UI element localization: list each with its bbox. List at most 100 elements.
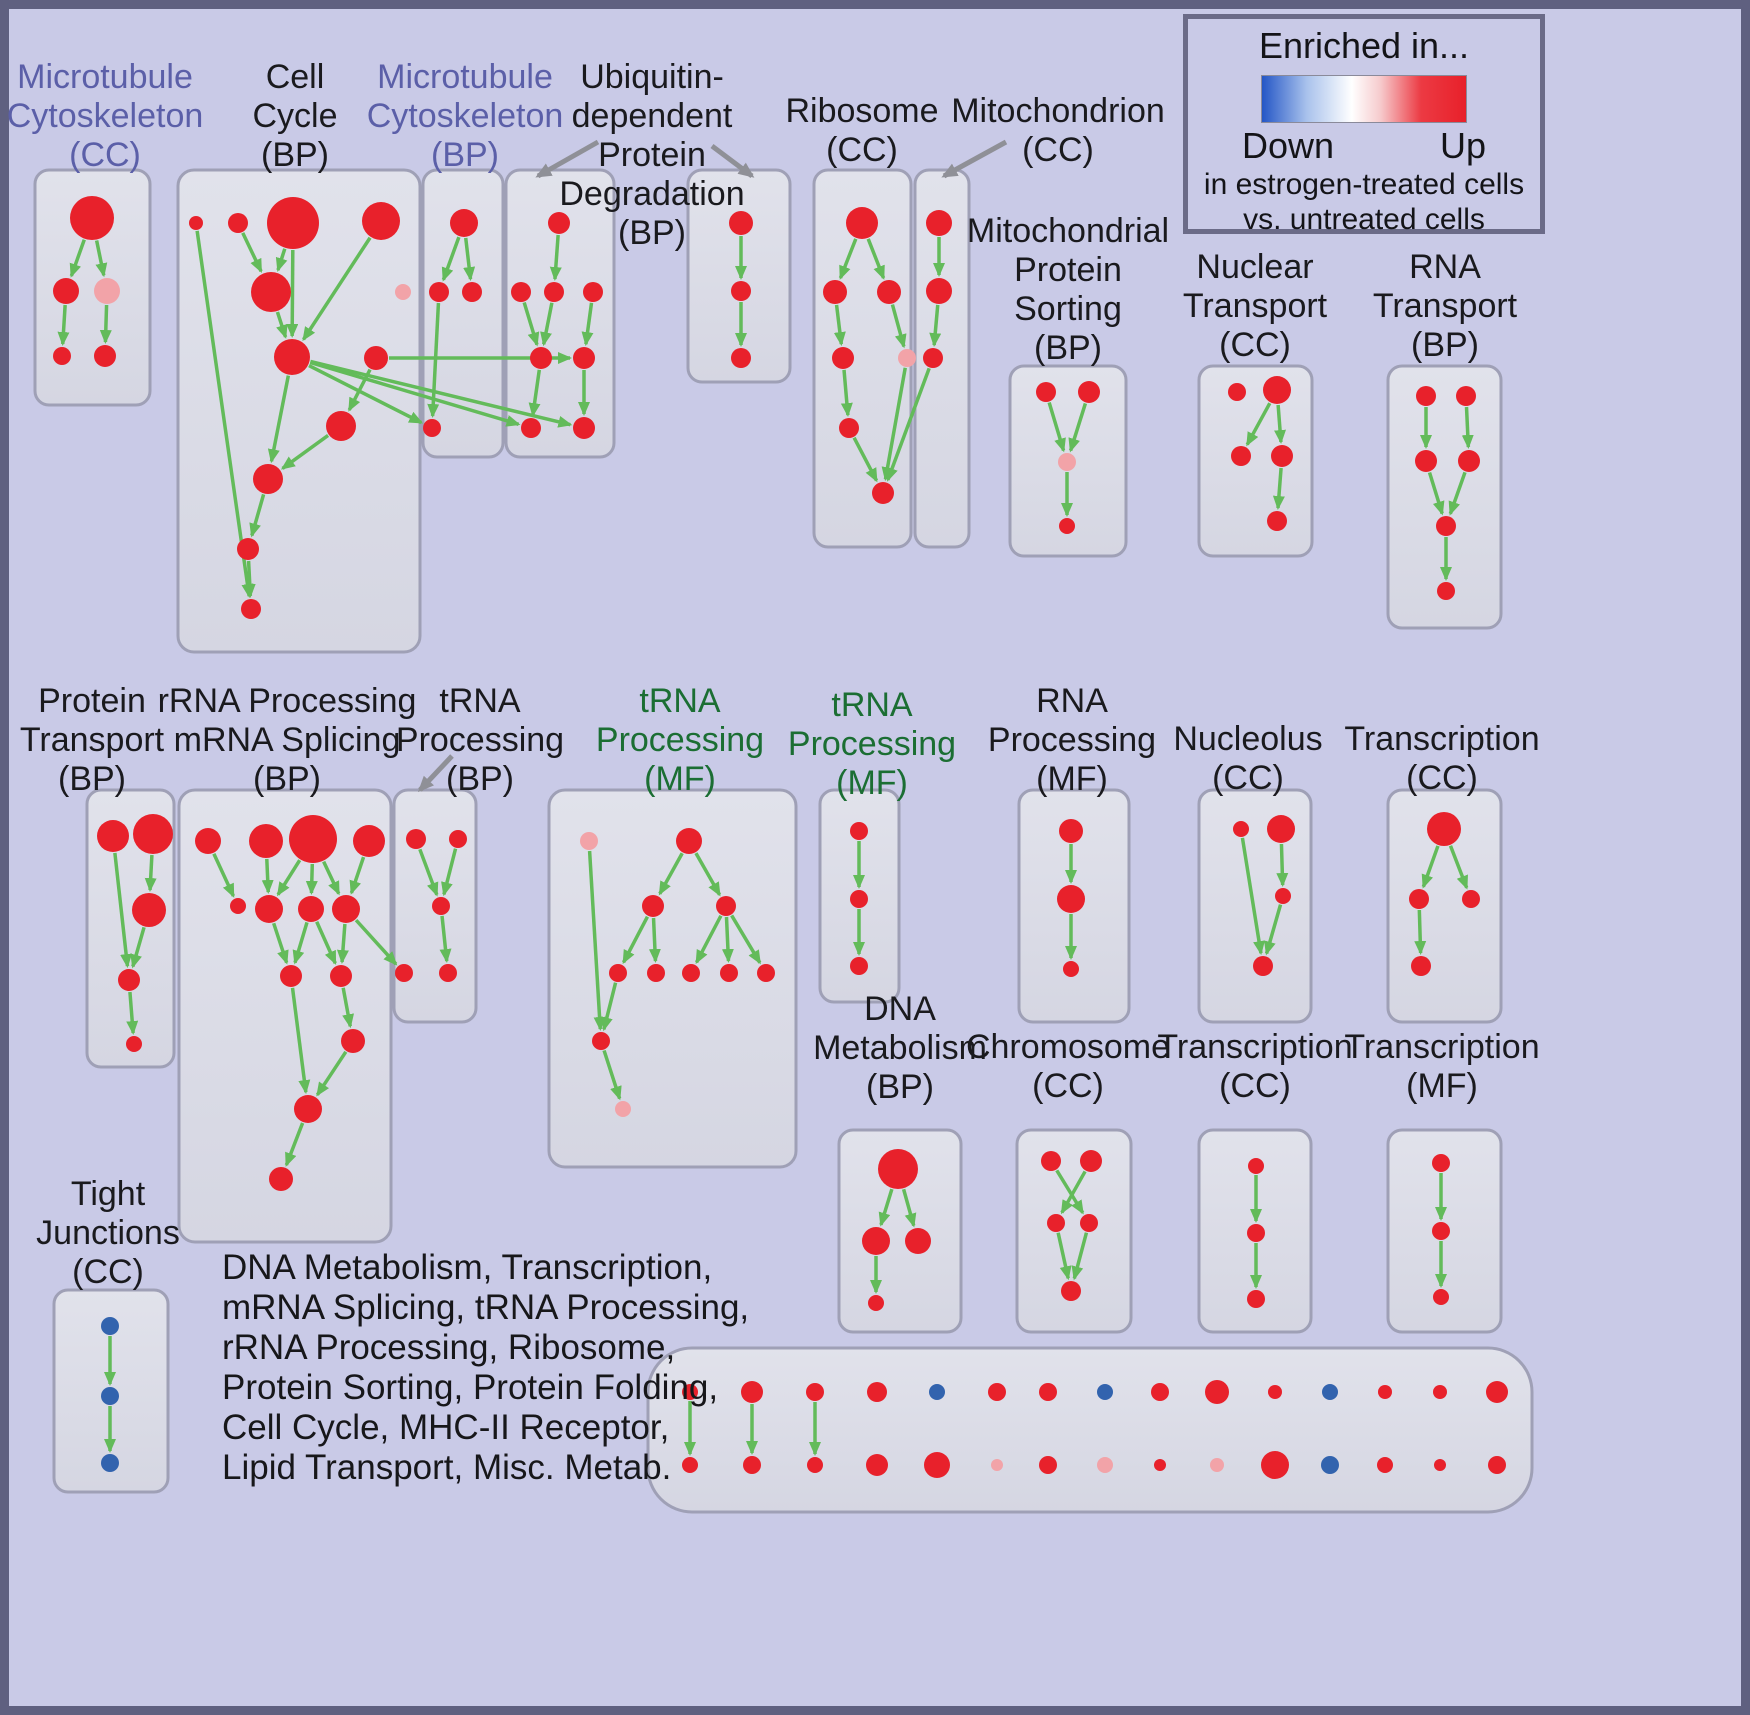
gene-node-ub3 [583,282,603,302]
cluster-box-ubiquitin-degradation-bp-1 [504,168,616,459]
edge-cc8-cc9 [280,433,330,470]
edges-layer [57,230,1474,1456]
edge-cc4-cc6 [275,311,288,339]
edge-rb3-rb5 [840,369,853,418]
gene-node-mi0 [926,210,952,236]
edge-mt0-mt1 [441,236,461,282]
edge-tc0-tc2 [1448,845,1469,890]
gene-node-by8 [1154,1459,1166,1471]
gene-node-rb5 [839,418,859,438]
gene-node-tm9 [592,1032,610,1050]
legend-subtitle-2: vs. untreated cells [1243,203,1485,236]
edge-rr8-rr11 [290,987,311,1095]
gene-node-pt0 [97,820,129,852]
gene-node-cc0 [189,216,203,230]
gene-node-nt1 [1263,376,1291,404]
edge-rr5-rr8 [272,922,289,965]
gene-node-bx11 [1322,1384,1338,1400]
gene-node-by6 [1039,1456,1057,1474]
gene-node-dm2 [905,1228,931,1254]
edge-ch0-ch3 [1055,1169,1085,1215]
gene-node-tm4 [609,964,627,982]
edge-tm0-tm9 [587,850,606,1032]
gene-node-bx6 [1039,1383,1057,1401]
edge-pt3-pt4 [126,991,139,1036]
gene-node-ub6 [521,418,541,438]
edge-mt1-mt3 [427,302,441,419]
edge-mi1-mi2 [929,304,942,348]
cluster-box-chromosome-cc [1015,1128,1133,1334]
edge-rr3-rr7 [349,856,366,895]
gene-node-rr12 [269,1167,293,1191]
label-callout-arrow-2 [941,139,1008,179]
label-callout-arrow-3 [417,754,454,793]
edge-ch1-ch2 [1060,1170,1087,1215]
gene-node-cc10 [237,538,259,560]
gene-node-nt3 [1271,445,1293,467]
gene-node-rt2 [1415,450,1437,472]
gene-node-t22 [1247,1290,1265,1308]
gene-node-rr1 [249,824,283,858]
gene-node-ub2 [544,282,564,302]
gene-node-tm3 [716,896,736,916]
edge-mc0-mc1 [69,239,86,278]
edge-tm9-tm10 [602,1049,622,1101]
edge-ch2-ch4 [1056,1232,1072,1281]
gene-node-tc3 [1411,956,1431,976]
gene-node-cc6 [274,339,310,375]
gene-node-tb1 [449,830,467,848]
gene-node-nt4 [1267,511,1287,531]
cluster-box-rna-transport-bp [1386,364,1503,630]
label-callout-arrow-1 [710,144,755,178]
gene-node-cc9 [253,464,283,494]
edge-rr10-rr11 [315,1050,348,1097]
edge-rb1-rb3 [833,304,846,347]
gene-node-tc1 [1409,889,1429,909]
gene-node-rp0 [1059,819,1083,843]
edge-rt2-rt4 [1427,471,1445,516]
edge-rb2-rb4 [890,304,907,349]
gene-node-mt1 [429,282,449,302]
cluster-box-dna-metabolism-bp [837,1128,963,1334]
gene-node-ch2 [1047,1214,1065,1232]
edge-tc0-tc1 [1421,845,1440,889]
gene-node-pd0 [729,211,753,235]
gene-node-rb6 [872,482,894,504]
gene-node-tc2 [1462,890,1480,908]
edge-nu1-nu2 [1276,843,1289,888]
gene-node-by12 [1377,1457,1393,1473]
gene-node-tm6 [682,964,700,982]
gene-node-t31 [1432,1222,1450,1240]
cluster-box-mixed-functions [646,1346,1534,1514]
edge-rr7-tb4 [354,918,398,966]
gene-node-mt0 [450,209,478,237]
edge-cc6-cc9 [267,375,291,464]
gene-node-mi1 [926,278,952,304]
edge-rb0-rb1 [838,238,858,280]
gene-node-rt0 [1416,386,1436,406]
gene-node-rr5 [255,895,283,923]
gene-node-mc0 [70,196,114,240]
gene-node-ch3 [1080,1214,1098,1232]
gene-node-cc3 [362,202,400,240]
gene-node-pd2 [731,348,751,368]
edge-cc6-mt3 [308,364,424,425]
gene-node-rr9 [330,965,352,987]
gene-node-tb0 [406,829,426,849]
gene-node-ub1 [511,282,531,302]
edge-rr2-rr5 [276,859,302,897]
gene-node-tm10 [615,1101,631,1117]
gene-node-nu3 [1253,956,1273,976]
gene-node-ub5 [573,347,595,369]
gene-node-tc0 [1427,812,1461,846]
gene-node-by9 [1210,1458,1224,1472]
gene-node-rt1 [1456,386,1476,406]
edge-rt3-rt4 [1448,471,1467,516]
gene-node-rb0 [846,207,878,239]
edge-cc6-ub6 [309,360,521,427]
edge-mi2-rb6 [886,367,931,482]
edge-cc0-cc11 [195,230,254,599]
edge-rb4-rb6 [881,367,907,482]
edge-nu2-nu3 [1264,904,1283,956]
